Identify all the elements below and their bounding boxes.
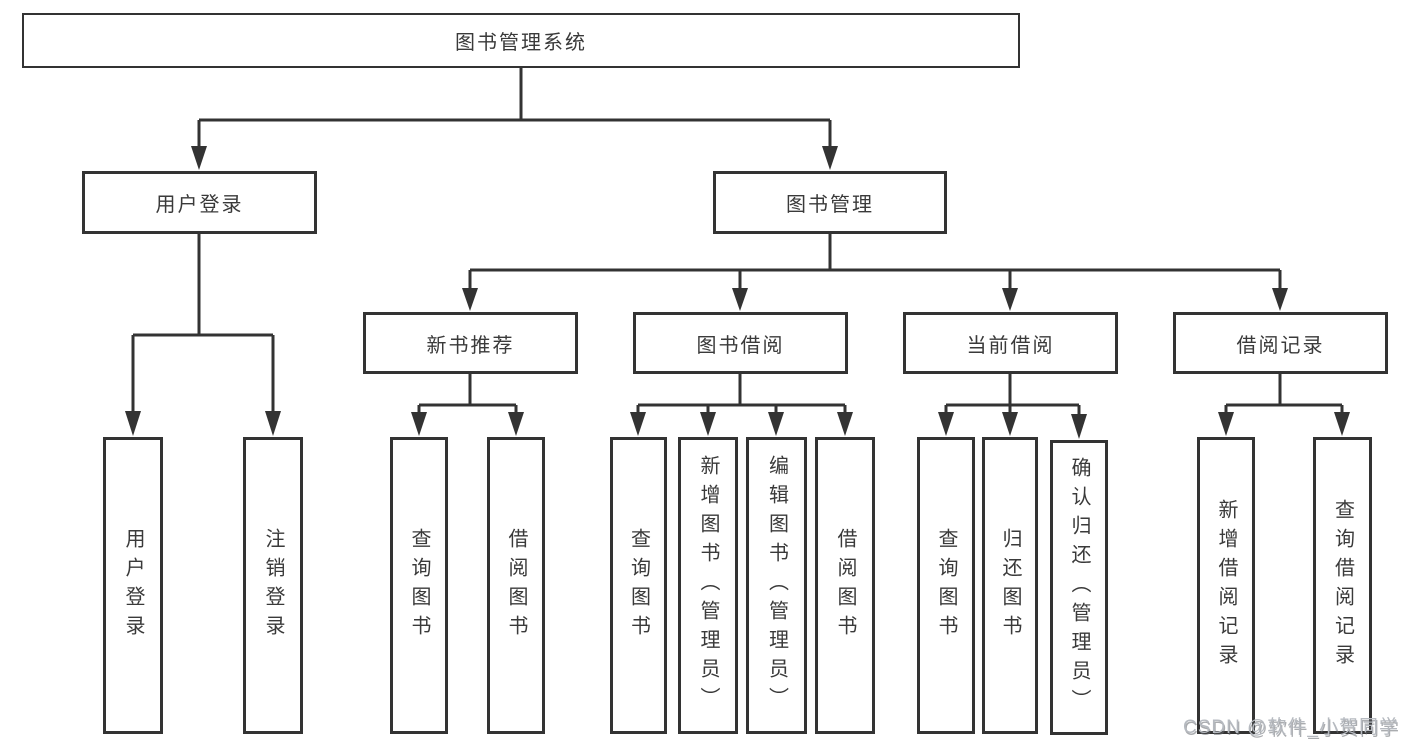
- leaf-query-books-recommend-label: 查询图书: [408, 527, 430, 644]
- node-book-management: 图书管理: [713, 171, 947, 234]
- leaf-borrow-books-label: 借阅图书: [834, 527, 856, 644]
- leaf-edit-books-admin-label: 编辑图书（管理员）: [765, 455, 788, 716]
- leaf-borrow-books-recommend-label: 借阅图书: [505, 527, 527, 644]
- leaf-query-borrow-record: 查询借阅记录: [1313, 437, 1372, 734]
- connector-borrow-records-to-children: [1218, 374, 1350, 436]
- leaf-borrow-books-recommend: 借阅图书: [487, 437, 545, 734]
- node-root: 图书管理系统: [22, 13, 1020, 68]
- leaf-query-books-current-label: 查询图书: [935, 527, 957, 644]
- node-new-book-recommend: 新书推荐: [363, 312, 578, 374]
- connector-book-borrow-to-children: [630, 374, 853, 436]
- node-book-borrow-label: 图书借阅: [696, 334, 785, 357]
- leaf-query-books-current: 查询图书: [917, 437, 975, 734]
- leaf-logout-label: 注销登录: [262, 527, 284, 644]
- node-current-borrow-label: 当前借阅: [966, 334, 1055, 357]
- connector-book-management-to-level3: [462, 234, 1288, 311]
- leaf-user-login-label: 用户登录: [122, 527, 144, 644]
- leaf-query-borrow-record-label: 查询借阅记录: [1331, 498, 1354, 673]
- node-book-borrow: 图书借阅: [633, 312, 848, 374]
- node-user-login-label: 用户登录: [155, 194, 244, 216]
- leaf-confirm-return-admin-label: 确认归还（管理员）: [1068, 457, 1090, 718]
- node-book-management-label: 图书管理: [786, 194, 874, 216]
- leaf-logout: 注销登录: [243, 437, 303, 734]
- watermark-text: CSDN @软件_小贺同学: [1183, 717, 1399, 738]
- connector-user-login-to-children: [125, 234, 281, 436]
- leaf-user-login: 用户登录: [103, 437, 163, 734]
- node-current-borrow: 当前借阅: [903, 312, 1118, 374]
- node-user-login: 用户登录: [82, 171, 317, 234]
- leaf-query-books-recommend: 查询图书: [390, 437, 448, 734]
- leaf-query-books-borrow: 查询图书: [610, 437, 667, 734]
- leaf-add-books-admin: 新增图书（管理员）: [678, 437, 738, 734]
- leaf-query-books-borrow-label: 查询图书: [627, 527, 650, 644]
- leaf-return-books-label: 归还图书: [999, 527, 1021, 644]
- leaf-confirm-return-admin: 确认归还（管理员）: [1050, 440, 1108, 735]
- connector-new-book-to-children: [411, 374, 524, 436]
- leaf-add-books-admin-label: 新增图书（管理员）: [697, 455, 719, 716]
- leaf-return-books: 归还图书: [982, 437, 1038, 734]
- leaf-add-borrow-record: 新增借阅记录: [1197, 437, 1255, 734]
- leaf-add-borrow-record-label: 新增借阅记录: [1215, 498, 1237, 673]
- leaf-edit-books-admin: 编辑图书（管理员）: [746, 437, 807, 734]
- node-borrow-records: 借阅记录: [1173, 312, 1388, 374]
- node-root-label: 图书管理系统: [455, 32, 587, 54]
- connector-current-borrow-to-children: [938, 374, 1087, 439]
- node-new-book-recommend-label: 新书推荐: [426, 334, 515, 357]
- node-borrow-records-label: 借阅记录: [1236, 334, 1325, 357]
- leaf-borrow-books: 借阅图书: [815, 437, 875, 734]
- connector-root-to-level2: [191, 68, 838, 170]
